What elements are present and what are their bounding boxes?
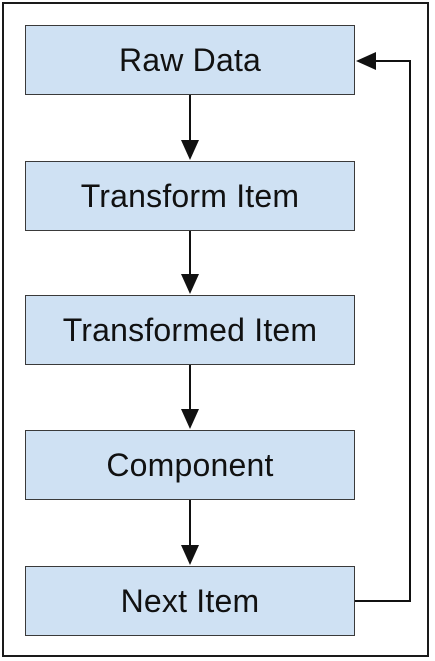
- node-transform-item: Transform Item: [25, 161, 355, 231]
- node-raw-data: Raw Data: [25, 25, 355, 95]
- node-label-component: Component: [106, 446, 274, 483]
- node-label-transformed-item: Transformed Item: [62, 311, 318, 348]
- node-transformed-item: Transformed Item: [25, 295, 355, 365]
- node-component: Component: [25, 430, 355, 500]
- node-label-raw-data: Raw Data: [118, 41, 262, 78]
- node-label-next-item: Next Item: [120, 582, 260, 619]
- node-next-item: Next Item: [25, 566, 355, 636]
- node-label-transform-item: Transform Item: [80, 177, 300, 214]
